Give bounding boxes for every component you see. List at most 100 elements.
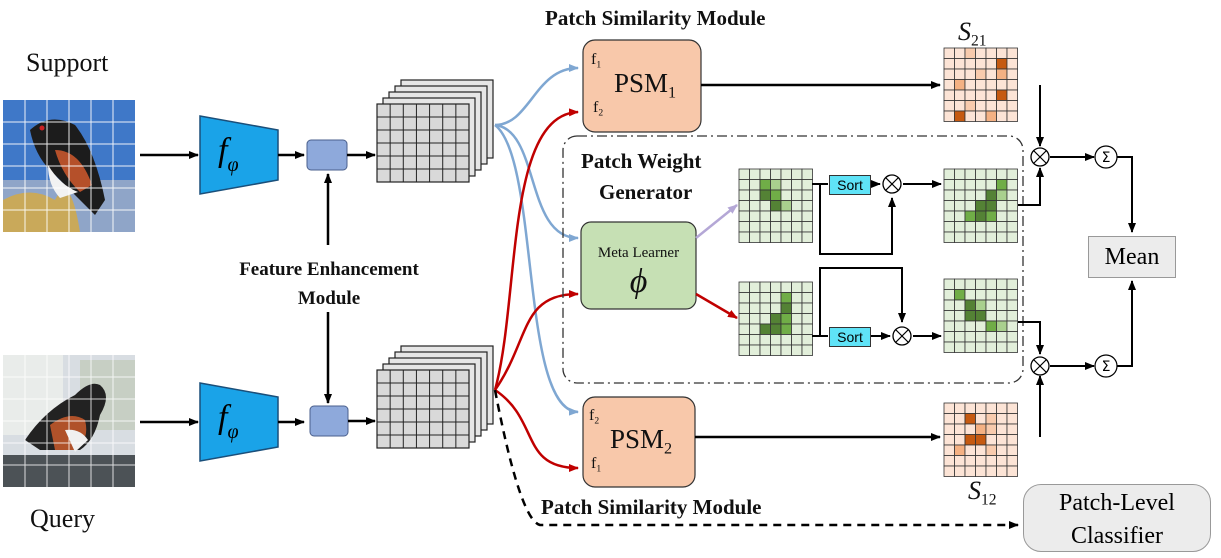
grid-cell bbox=[749, 281, 761, 293]
grid-cell bbox=[975, 423, 987, 435]
grid-cell bbox=[791, 210, 803, 222]
grid-cell bbox=[954, 189, 966, 201]
grid-cell bbox=[985, 320, 997, 332]
grid-cell bbox=[964, 331, 976, 343]
psm1-input-bottom: f2 bbox=[593, 99, 604, 119]
grid-cell bbox=[964, 100, 976, 112]
grid-cell bbox=[996, 278, 1008, 290]
grid-cell bbox=[985, 47, 997, 59]
grid-cell bbox=[996, 110, 1008, 122]
grid-cell bbox=[985, 89, 997, 101]
grid-cell bbox=[1006, 434, 1018, 446]
grid-cell bbox=[943, 221, 955, 233]
grid-cell bbox=[954, 465, 966, 477]
grid-cell bbox=[975, 278, 987, 290]
grid-cell bbox=[943, 299, 955, 311]
grid-cell bbox=[954, 455, 966, 467]
grid-cell bbox=[749, 344, 761, 356]
grid-cell bbox=[964, 299, 976, 311]
grid-cell bbox=[780, 179, 792, 191]
grid-cell bbox=[996, 331, 1008, 343]
grid-cell bbox=[1006, 210, 1018, 222]
grid-cell bbox=[770, 292, 782, 304]
grid-cell bbox=[791, 281, 803, 293]
grid-cell bbox=[964, 231, 976, 243]
grid-cell bbox=[759, 231, 771, 243]
mult-bottom-icon bbox=[892, 326, 912, 346]
grid-cell bbox=[749, 210, 761, 222]
grid-cell bbox=[1006, 455, 1018, 467]
grid-cell bbox=[975, 68, 987, 80]
grid-cell bbox=[954, 200, 966, 212]
grid-cell bbox=[996, 402, 1008, 414]
grid-cell bbox=[964, 341, 976, 353]
psm1-input-top: f1 bbox=[591, 51, 602, 71]
grid-cell bbox=[943, 331, 955, 343]
grid-cell bbox=[738, 231, 750, 243]
grid-cell bbox=[954, 423, 966, 435]
grid-cell bbox=[943, 58, 955, 70]
grid-cell bbox=[791, 200, 803, 212]
grid-cell bbox=[996, 179, 1008, 191]
query-feature-stack bbox=[376, 345, 494, 449]
meta-to-weight1-arrow bbox=[695, 204, 738, 239]
grid-cell bbox=[791, 302, 803, 314]
psm2-input-top: f2 bbox=[589, 407, 600, 427]
grid-cell bbox=[985, 110, 997, 122]
grid-cell bbox=[964, 444, 976, 456]
grid-cell bbox=[791, 168, 803, 180]
weighted-map-bottom bbox=[943, 278, 1018, 353]
grid-cell bbox=[996, 341, 1008, 353]
weighted2-to-mult-arrow bbox=[1018, 321, 1044, 355]
grid-cell bbox=[964, 434, 976, 446]
grid-cell bbox=[985, 58, 997, 70]
grid-cell bbox=[1006, 179, 1018, 191]
grid-cell bbox=[780, 168, 792, 180]
grid-cell bbox=[1006, 289, 1018, 301]
grid-cell bbox=[943, 402, 955, 414]
grid-cell bbox=[975, 402, 987, 414]
grid-cell bbox=[996, 221, 1008, 233]
psm2-label: PSM2 bbox=[610, 424, 673, 458]
grid-cell bbox=[749, 221, 761, 233]
sort-top-box: Sort bbox=[829, 175, 871, 195]
grid-cell bbox=[1006, 189, 1018, 201]
grid-cell bbox=[985, 423, 997, 435]
grid-cell bbox=[975, 310, 987, 322]
grid-cell bbox=[1006, 231, 1018, 243]
grid-cell bbox=[954, 79, 966, 91]
grid-cell bbox=[943, 100, 955, 112]
grid-cell bbox=[759, 189, 771, 201]
grid-cell bbox=[975, 58, 987, 70]
grid-cell bbox=[770, 168, 782, 180]
query-image bbox=[3, 355, 135, 487]
s12-matrix bbox=[943, 402, 1018, 477]
grid-cell bbox=[964, 289, 976, 301]
grid-cell bbox=[759, 292, 771, 304]
grid-cell bbox=[954, 210, 966, 222]
support-to-psm1-arrow bbox=[494, 64, 579, 127]
grid-cell bbox=[975, 331, 987, 343]
grid-cell bbox=[964, 320, 976, 332]
grid-cell bbox=[738, 221, 750, 233]
grid-cell bbox=[791, 344, 803, 356]
grid-cell bbox=[943, 289, 955, 301]
grid-cell bbox=[749, 231, 761, 243]
grid-cell bbox=[964, 423, 976, 435]
grid-cell bbox=[964, 189, 976, 201]
grid-cell bbox=[943, 434, 955, 446]
grid-cell bbox=[964, 465, 976, 477]
grid-cell bbox=[1006, 100, 1018, 112]
grid-cell bbox=[801, 200, 813, 212]
grid-cell bbox=[801, 179, 813, 191]
grid-cell bbox=[985, 210, 997, 222]
grid-cell bbox=[738, 313, 750, 325]
grid-cell bbox=[975, 434, 987, 446]
grid-cell bbox=[964, 110, 976, 122]
grid-cell bbox=[791, 313, 803, 325]
grid-cell bbox=[975, 100, 987, 112]
grid-cell bbox=[985, 331, 997, 343]
grid-cell bbox=[1006, 68, 1018, 80]
fem-label-line1: Feature Enhancement bbox=[239, 259, 419, 280]
grid-cell bbox=[996, 68, 1008, 80]
